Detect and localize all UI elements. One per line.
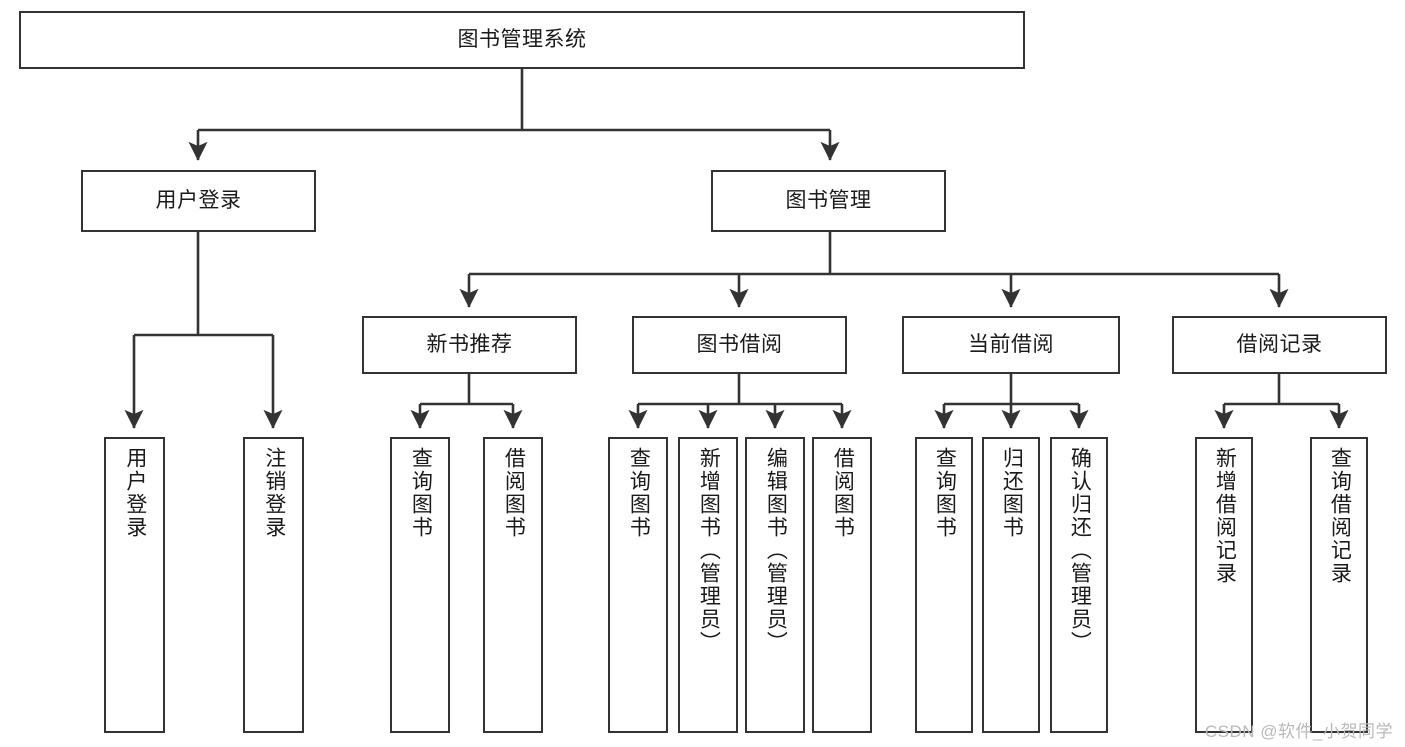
- node-label: 用户登录: [155, 188, 242, 212]
- csdn-watermark: CSDN @软件_小贺同学: [1204, 722, 1393, 741]
- node-label: 新增借阅记录: [1213, 447, 1237, 585]
- node-label: 新增图书（管理员）: [697, 447, 721, 654]
- node-book-manage[interactable]: 图书管理: [711, 170, 946, 232]
- node-leaf-borrow-book-1[interactable]: 借阅图书: [483, 437, 543, 733]
- node-leaf-user-login[interactable]: 用户登录: [104, 437, 165, 733]
- node-leaf-add-borrow-record[interactable]: 新增借阅记录: [1195, 437, 1253, 733]
- node-new-book-recommend[interactable]: 新书推荐: [362, 316, 577, 374]
- node-current-borrow[interactable]: 当前借阅: [902, 316, 1120, 374]
- node-label: 查询图书: [933, 447, 957, 539]
- node-label: 图书管理: [785, 188, 872, 212]
- node-leaf-confirm-return[interactable]: 确认归还（管理员）: [1050, 437, 1108, 733]
- node-leaf-logout[interactable]: 注销登录: [243, 437, 304, 733]
- node-label: 注销登录: [262, 447, 286, 539]
- node-leaf-edit-book[interactable]: 编辑图书（管理员）: [745, 437, 805, 733]
- node-leaf-borrow-book-2[interactable]: 借阅图书: [812, 437, 872, 733]
- node-label: 借阅图书: [831, 447, 855, 539]
- node-label: 借阅记录: [1236, 332, 1323, 356]
- node-root-system[interactable]: 图书管理系统: [19, 11, 1025, 69]
- node-leaf-add-book[interactable]: 新增图书（管理员）: [678, 437, 738, 733]
- node-label: 借阅图书: [502, 447, 526, 539]
- node-leaf-query-book-1[interactable]: 查询图书: [390, 437, 450, 733]
- node-leaf-return-book[interactable]: 归还图书: [982, 437, 1040, 733]
- node-leaf-query-book-3[interactable]: 查询图书: [915, 437, 973, 733]
- node-label: 当前借阅: [968, 332, 1054, 356]
- node-label: 确认归还（管理员）: [1068, 447, 1092, 654]
- node-borrow-record[interactable]: 借阅记录: [1172, 316, 1387, 374]
- node-user-login[interactable]: 用户登录: [81, 170, 316, 232]
- node-leaf-query-borrow-record[interactable]: 查询借阅记录: [1310, 437, 1368, 733]
- node-label: 图书借阅: [696, 332, 783, 356]
- node-label: 新书推荐: [426, 332, 513, 356]
- node-label: 查询图书: [409, 447, 433, 539]
- node-leaf-query-book-2[interactable]: 查询图书: [608, 437, 668, 733]
- node-label: 查询图书: [627, 447, 651, 539]
- node-book-borrow[interactable]: 图书借阅: [632, 316, 847, 374]
- node-label: 查询借阅记录: [1328, 447, 1352, 585]
- node-label: 图书管理系统: [457, 27, 587, 51]
- node-label: 编辑图书（管理员）: [764, 447, 788, 654]
- node-label: 归还图书: [1000, 447, 1024, 539]
- node-label: 用户登录: [123, 447, 147, 539]
